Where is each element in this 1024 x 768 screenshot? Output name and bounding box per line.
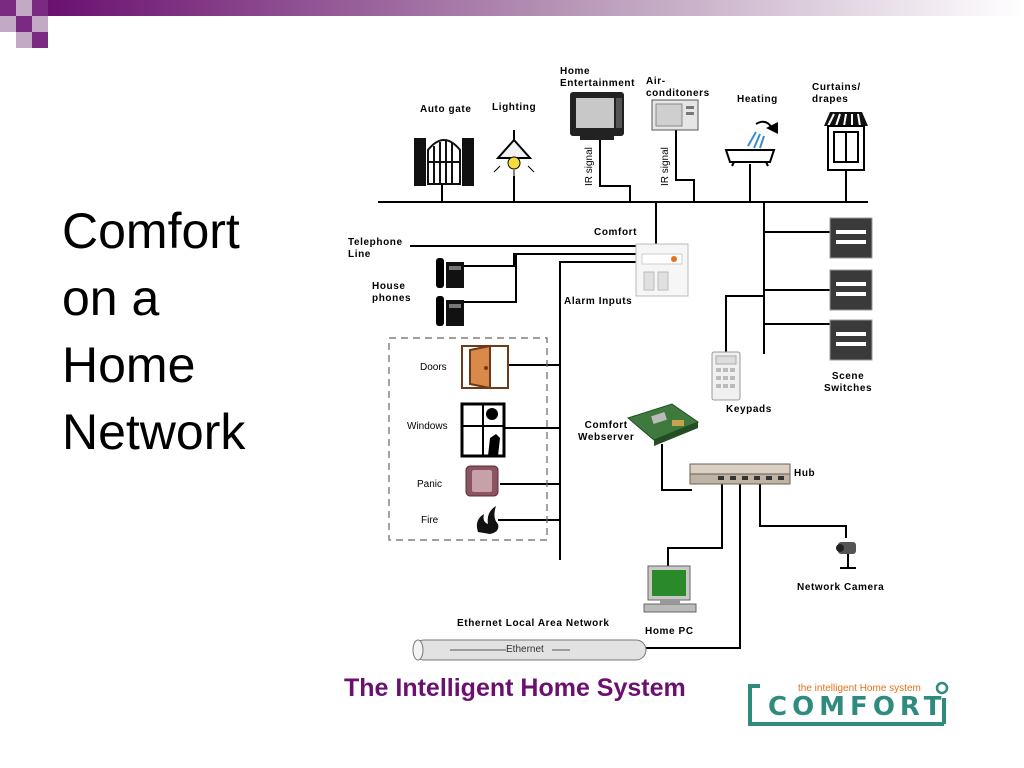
computer-icon (643, 565, 697, 613)
tv-icon (570, 92, 624, 140)
scene-switch-icon (829, 217, 873, 259)
label-panic: Panic (417, 479, 443, 490)
label-curtains: Curtains/ drapes (812, 82, 861, 105)
label-home-pc: Home PC (645, 626, 694, 637)
tagline: The Intelligent Home System (344, 674, 686, 702)
logo-frame (748, 681, 949, 726)
comfort-controller-icon (635, 243, 689, 297)
bathtub-icon (724, 120, 778, 167)
label-air-conditioners: Air- conditoners (646, 76, 710, 99)
scene-switch-icon (829, 319, 873, 361)
logo-wordmark: COMFORT (768, 692, 947, 722)
label-scene-switches: Scene Switches (824, 371, 873, 394)
slide-title: Comfort on a Home Network (62, 198, 245, 466)
scene-switch-icon (829, 269, 873, 311)
gate-icon (414, 138, 474, 186)
curtains-icon (824, 112, 868, 171)
title-line-3: Home (62, 337, 196, 393)
door-icon (461, 344, 509, 390)
house-phone-icon (436, 258, 464, 288)
label-auto-gate: Auto gate (420, 104, 472, 115)
panic-button-icon (465, 465, 499, 497)
label-fire: Fire (421, 515, 439, 526)
label-house-phones: House phones (372, 281, 412, 304)
label-network-camera: Network Camera (797, 582, 885, 593)
webserver-board-icon (626, 403, 700, 446)
label-ethernet: Ethernet (506, 644, 544, 655)
house-phone-icon (436, 296, 464, 326)
air-conditioner-icon (651, 99, 699, 131)
ethernet-cable (412, 639, 647, 661)
title-line-2: on a (62, 270, 160, 326)
fire-icon (476, 506, 499, 534)
title-line-4: Network (62, 404, 246, 460)
label-keypads: Keypads (726, 404, 772, 415)
sensor-group-box (388, 337, 548, 541)
logo-subtitle: the intelligent Home system (798, 683, 921, 694)
label-alarm-inputs: Alarm Inputs (564, 296, 633, 307)
label-heating: Heating (737, 94, 778, 105)
label-ir-signal-2: IR signal (660, 147, 671, 186)
header-decoration (0, 0, 1024, 48)
label-windows: Windows (407, 421, 448, 432)
label-comfort: Comfort (594, 227, 638, 238)
window-icon (460, 402, 506, 458)
hub-icon (689, 463, 791, 485)
label-webserver: Comfort Webserver (578, 420, 635, 443)
label-lighting: Lighting (492, 102, 537, 113)
label-lan: Ethernet Local Area Network (457, 618, 610, 629)
title-line-1: Comfort (62, 203, 240, 259)
label-ir-signal-1: IR signal (584, 147, 595, 186)
label-doors: Doors (420, 362, 447, 373)
lamp-icon (493, 130, 535, 176)
label-hub: Hub (794, 468, 816, 479)
camera-icon (836, 542, 856, 569)
keypad-icon (711, 351, 741, 401)
label-telephone-line: Telephone Line (348, 237, 403, 260)
wiring (378, 130, 868, 649)
label-home-entertainment: Home Entertainment (560, 66, 636, 89)
